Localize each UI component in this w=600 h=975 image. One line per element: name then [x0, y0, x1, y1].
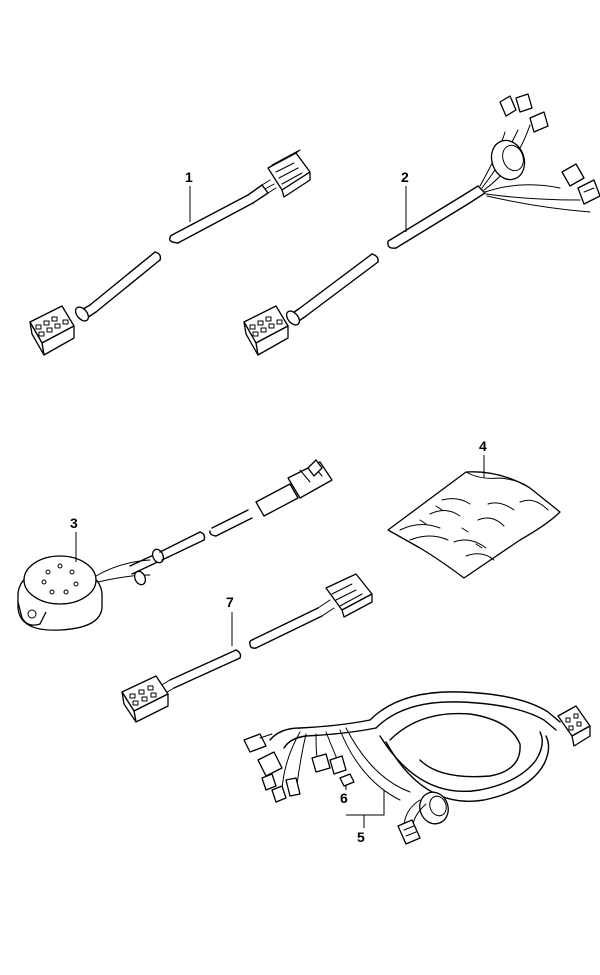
- part-5-main-harness[interactable]: [243, 691, 591, 845]
- callout-6[interactable]: 6: [340, 790, 348, 806]
- part-4-parts-bag[interactable]: [387, 471, 561, 579]
- part-1-harness[interactable]: [29, 149, 311, 356]
- leader-5: [346, 790, 385, 828]
- callout-4[interactable]: 4: [479, 438, 487, 454]
- callout-5[interactable]: 5: [357, 829, 365, 845]
- part-7-harness[interactable]: [121, 573, 373, 723]
- callout-7[interactable]: 7: [226, 594, 234, 610]
- callout-1[interactable]: 1: [185, 169, 193, 185]
- part-3-sensor-harness[interactable]: [17, 459, 333, 631]
- part-2-harness[interactable]: [243, 93, 600, 356]
- callout-2[interactable]: 2: [401, 169, 409, 185]
- callout-3[interactable]: 3: [70, 515, 78, 531]
